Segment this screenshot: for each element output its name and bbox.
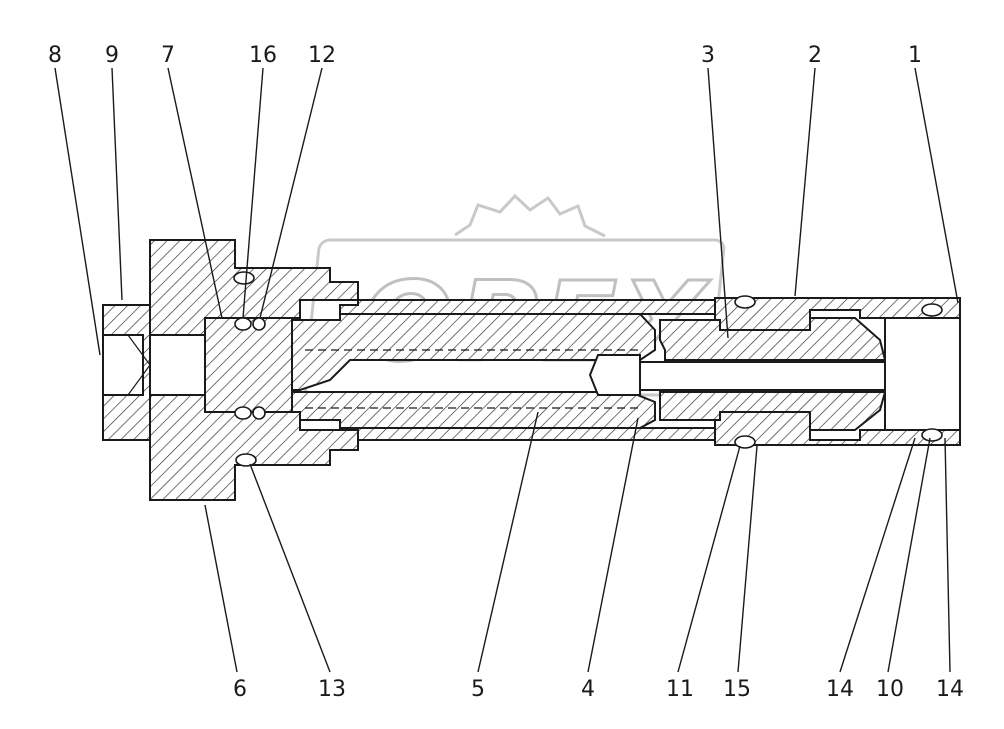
label-6: 6 — [233, 677, 247, 702]
oring-upper-body — [734, 295, 756, 309]
label-2: 2 — [808, 43, 822, 68]
bottom-labels: 6 13 5 4 11 15 14 10 14 — [233, 677, 964, 702]
oring-upper-flange — [233, 271, 255, 285]
label-15: 15 — [723, 677, 751, 702]
oring-1 — [921, 303, 943, 317]
oring-13 — [235, 453, 257, 467]
part-2-body-lower — [714, 411, 961, 446]
top-labels: 8 9 7 16 12 3 2 1 — [48, 43, 922, 68]
label-5: 5 — [471, 677, 485, 702]
label-14-right: 14 — [936, 677, 964, 702]
label-10: 10 — [876, 677, 904, 702]
label-4: 4 — [581, 677, 595, 702]
part-3-bore — [639, 361, 886, 391]
label-1: 1 — [908, 43, 922, 68]
seal-16 — [234, 317, 252, 331]
label-16: 16 — [249, 43, 277, 68]
seal-12 — [252, 317, 266, 331]
part-1-end-bore — [884, 317, 961, 431]
seal-12-lower — [252, 406, 266, 420]
seal-16-lower — [234, 406, 252, 420]
part-5-spool-lower — [291, 391, 656, 429]
valve-assembly — [102, 239, 961, 501]
label-7: 7 — [161, 43, 175, 68]
part-4-sleeve-lower — [339, 427, 716, 441]
label-8: 8 — [48, 43, 62, 68]
label-3: 3 — [701, 43, 715, 68]
label-9: 9 — [105, 43, 119, 68]
label-11: 11 — [666, 677, 694, 702]
label-14-left: 14 — [826, 677, 854, 702]
part-7-piston — [204, 317, 301, 413]
oring-10 — [921, 428, 943, 442]
label-13: 13 — [318, 677, 346, 702]
label-12: 12 — [308, 43, 336, 68]
oring-11 — [734, 435, 756, 449]
part-4-sleeve-upper — [339, 299, 716, 315]
part-8-hex-socket — [102, 334, 144, 396]
leader-lines — [54, 67, 959, 673]
